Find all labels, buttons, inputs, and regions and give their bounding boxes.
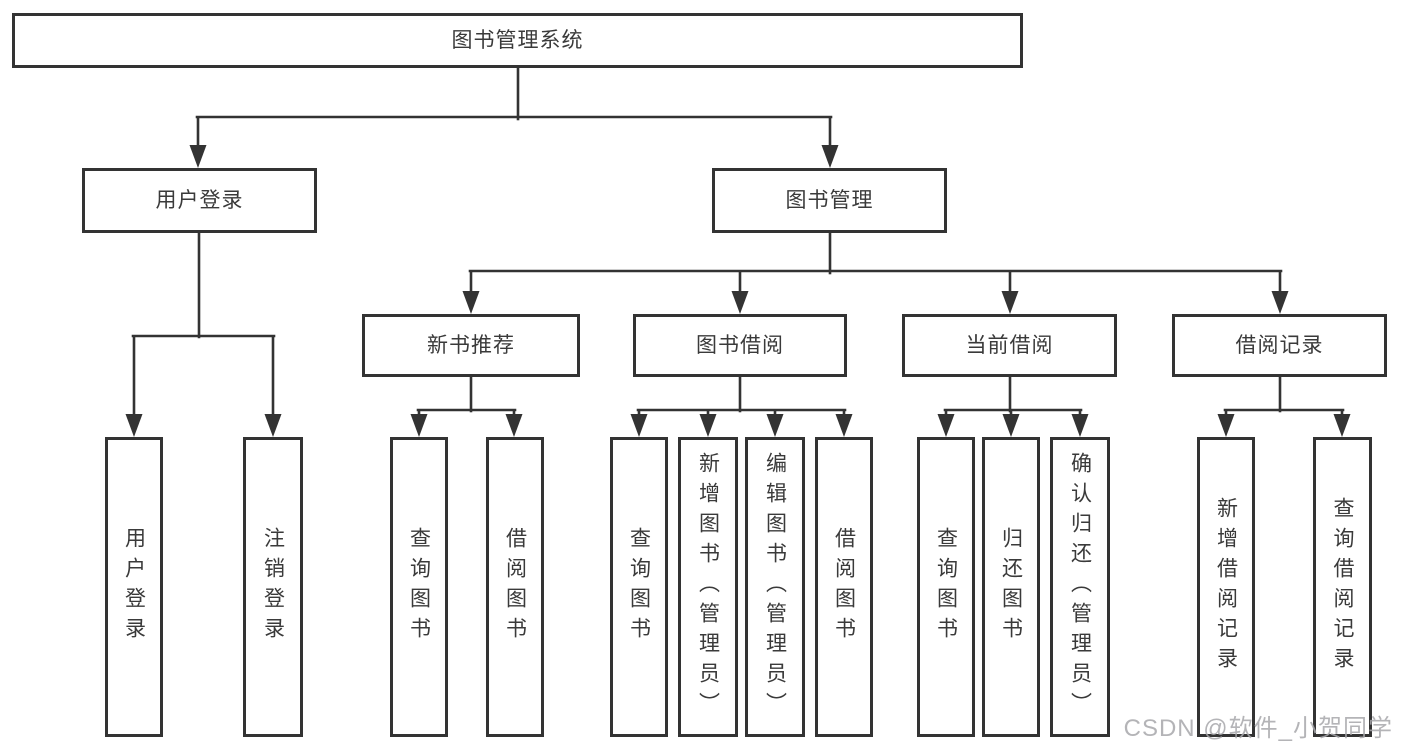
leaf-query-books-recommend: 查询图书 bbox=[390, 437, 448, 737]
leaf-edit-books-admin: 编辑图书（管理员） bbox=[745, 437, 805, 737]
node-library-management-system: 图书管理系统 bbox=[12, 13, 1023, 68]
node-new-book-recommendation: 新书推荐 bbox=[362, 314, 580, 377]
leaf-add-books-admin: 新增图书（管理员） bbox=[678, 437, 738, 737]
leaf-confirm-return-admin: 确认归还（管理员） bbox=[1050, 437, 1110, 737]
leaf-add-borrow-record: 新增借阅记录 bbox=[1197, 437, 1255, 737]
watermark: CSDN @软件_小贺同学 bbox=[1123, 715, 1393, 742]
node-borrowing-records: 借阅记录 bbox=[1172, 314, 1387, 377]
leaf-query-borrow-record: 查询借阅记录 bbox=[1313, 437, 1372, 737]
leaf-user-login: 用户登录 bbox=[105, 437, 163, 737]
leaf-borrow-books: 借阅图书 bbox=[815, 437, 873, 737]
leaf-borrow-books-recommend: 借阅图书 bbox=[486, 437, 544, 737]
node-user-login: 用户登录 bbox=[82, 168, 317, 233]
leaf-return-books: 归还图书 bbox=[982, 437, 1040, 737]
leaf-query-books-borrowing: 查询图书 bbox=[610, 437, 668, 737]
node-book-borrowing: 图书借阅 bbox=[633, 314, 847, 377]
leaf-logout: 注销登录 bbox=[243, 437, 303, 737]
leaf-query-books-current: 查询图书 bbox=[917, 437, 975, 737]
node-current-borrowing: 当前借阅 bbox=[902, 314, 1117, 377]
node-book-management: 图书管理 bbox=[712, 168, 947, 233]
